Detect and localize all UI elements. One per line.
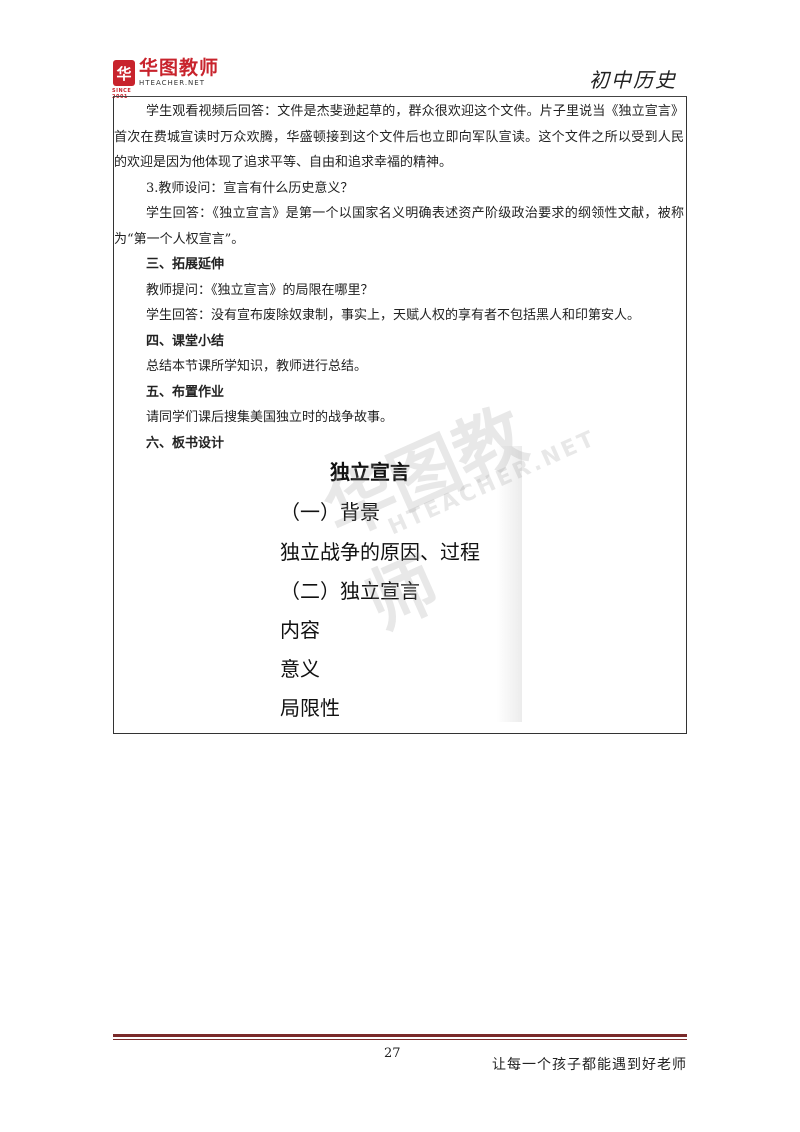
header-divider [113,96,687,97]
board-line: 内容 [280,618,320,642]
subject-title: 初中历史 [589,68,677,92]
board-line: （二）独立宣言 [280,579,420,603]
section-heading: 五、布置作业 [146,384,225,400]
board-line: 意义 [280,657,320,681]
lesson-text: 学生观看视频后回答：文件是杰斐逊起草的，群众很欢迎这个文件。片子里说当《独立宣言… [114,99,686,456]
paragraph: 学生回答：《独立宣言》是第一个以国家名义明确表述资产阶级政治要求的纲领性文献，被… [114,206,684,247]
paragraph: 总结本节课所学知识，教师进行总结。 [146,359,368,374]
page-number: 27 [384,1046,401,1061]
footer-divider-thin [113,1039,687,1040]
board-title: 独立宣言 [330,460,410,484]
logo-domain: HTEACHER.NET [139,79,205,87]
logo-chinese-name: 华图教师 [139,57,220,79]
logo-text: 华图教师 HTEACHER.NET [139,59,219,87]
section-heading: 六、板书设计 [146,435,225,451]
section-heading: 四、课堂小结 [146,333,225,349]
blackboard-design-image: 独立宣言 （一）背景 独立战争的原因、过程 （二）独立宣言 内容 意义 局限性 [268,446,522,722]
paragraph: 请同学们课后搜集美国独立时的战争故事。 [146,410,394,425]
board-line: 局限性 [280,696,340,720]
paragraph: 3.教师设问：宣言有什么历史意义？ [146,180,354,196]
brand-logo: 华 SINCE 2001 华图教师 HTEACHER.NET [112,56,219,101]
content-frame: 学生观看视频后回答：文件是杰斐逊起草的，群众很欢迎这个文件。片子里说当《独立宣言… [113,97,687,734]
board-line: （一）背景 [280,500,380,524]
page-header: 华 SINCE 2001 华图教师 HTEACHER.NET 初中历史 [112,52,687,101]
paragraph: 教师提问：《独立宣言》的局限在哪里？ [146,282,374,298]
paragraph: 学生回答：没有宣布废除奴隶制，事实上，天赋人权的享有者不包括黑人和印第安人。 [146,308,641,323]
footer-divider [113,1034,687,1037]
section-heading: 三、拓展延伸 [146,257,225,272]
board-line: 独立战争的原因、过程 [280,540,480,564]
logo-since-text: SINCE 2001 [112,88,132,100]
footer-slogan: 让每一个孩子都能遇到好老师 [492,1057,687,1073]
paragraph: 学生观看视频后回答：文件是杰斐逊起草的，群众很欢迎这个文件。片子里说当《独立宣言… [114,104,684,170]
logo-mark-icon: 华 SINCE 2001 [112,60,135,100]
